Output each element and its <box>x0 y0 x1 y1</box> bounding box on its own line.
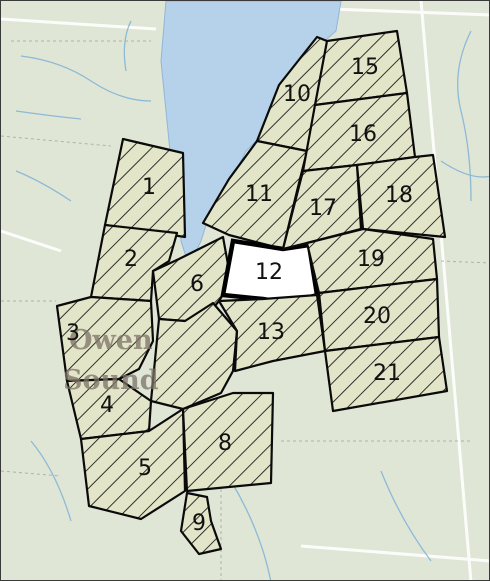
parcel-9[interactable] <box>179 491 223 556</box>
town-label-line1: Owen <box>69 325 153 356</box>
parcel-5[interactable] <box>79 407 187 521</box>
streams <box>15 20 489 580</box>
parcel-label-10: 10 <box>283 82 311 107</box>
parcel-label-3: 3 <box>66 321 80 346</box>
parcel-label-17: 17 <box>309 196 337 221</box>
parcel-label-20: 20 <box>363 304 391 329</box>
parcel-label-13: 13 <box>257 320 285 345</box>
parcel-7-unlabeled[interactable] <box>149 301 239 411</box>
parcel-labels: 1 2 3 4 5 6 8 9 10 11 12 13 15 16 17 18 … <box>66 55 413 536</box>
parcel-label-9: 9 <box>192 511 206 536</box>
parcel-label-6: 6 <box>190 272 204 297</box>
parcel-19[interactable] <box>305 227 439 295</box>
parcel-8[interactable] <box>181 391 275 493</box>
town-label-line2: Sound <box>63 365 159 396</box>
parcels-layer <box>55 29 449 556</box>
parcel-label-8: 8 <box>218 431 232 456</box>
parcel-label-19: 19 <box>357 247 385 272</box>
concession-lines <box>1 40 489 580</box>
parcel-label-4: 4 <box>100 393 114 418</box>
parcel-label-5: 5 <box>138 456 152 481</box>
parcel-13[interactable] <box>217 293 327 373</box>
parcel-label-16: 16 <box>349 122 377 147</box>
parcel-21[interactable] <box>323 335 449 413</box>
parcel-3[interactable] <box>55 295 155 383</box>
parcel-label-12: 12 <box>255 260 283 285</box>
parcel-label-18: 18 <box>385 183 413 208</box>
parcel-label-11: 11 <box>245 182 273 207</box>
parcel-1[interactable] <box>103 137 187 239</box>
parcel-4[interactable] <box>65 377 153 441</box>
parcel-18[interactable] <box>355 153 447 239</box>
parcel-label-1: 1 <box>142 175 156 200</box>
parcel-label-21: 21 <box>373 361 401 386</box>
parcel-label-15: 15 <box>351 55 379 80</box>
parcel-label-2: 2 <box>124 247 138 272</box>
